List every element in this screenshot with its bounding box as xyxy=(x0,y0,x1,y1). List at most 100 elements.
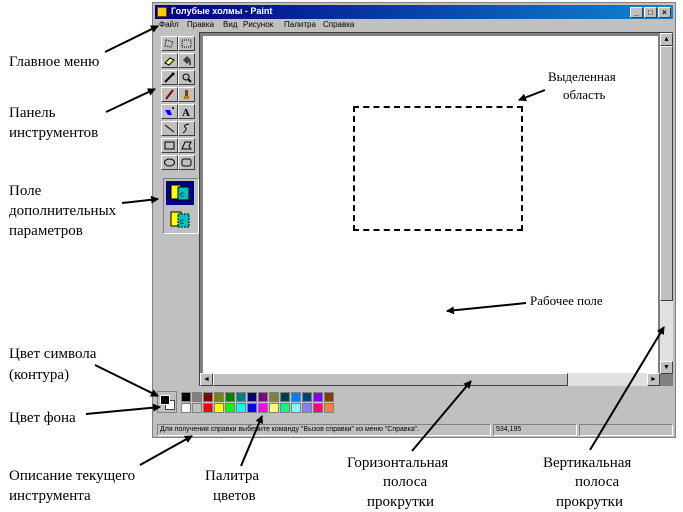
tool-line[interactable] xyxy=(161,121,178,136)
label-hscroll-1: Горизонтальная xyxy=(347,455,449,471)
polygon-icon xyxy=(181,141,192,150)
arrow-fg-color xyxy=(94,364,159,397)
palette-swatch[interactable] xyxy=(214,403,224,413)
menu-file[interactable]: Файл xyxy=(159,20,179,29)
menu-colors[interactable]: Палитра xyxy=(284,20,316,29)
palette-swatch[interactable] xyxy=(203,403,213,413)
palette-swatch[interactable] xyxy=(291,392,301,402)
tool-pencil[interactable] xyxy=(161,87,178,102)
text-icon: A xyxy=(182,107,190,117)
option-transparent[interactable]: c xyxy=(166,208,194,232)
horizontal-scrollbar[interactable]: ◄ ► xyxy=(200,373,660,386)
palette-swatch[interactable] xyxy=(225,403,235,413)
tool-ellipse[interactable] xyxy=(161,155,178,170)
palette-swatch[interactable] xyxy=(302,392,312,402)
maximize-button[interactable]: □ xyxy=(644,7,657,18)
tool-text[interactable]: A xyxy=(178,104,195,119)
paint-window: Голубые холмы - Paint _ □ × Файл Правка … xyxy=(152,2,676,438)
palette-swatch[interactable] xyxy=(258,403,268,413)
palette-swatch[interactable] xyxy=(236,403,246,413)
tool-rounded-rect[interactable] xyxy=(178,155,195,170)
tool-free-select[interactable] xyxy=(161,36,178,51)
scroll-down-button[interactable]: ▼ xyxy=(660,361,673,374)
tool-airbrush[interactable] xyxy=(161,104,178,119)
tool-polygon[interactable] xyxy=(178,138,195,153)
title-bar[interactable]: Голубые холмы - Paint _ □ × xyxy=(155,5,673,19)
palette-swatch[interactable] xyxy=(280,392,290,402)
airbrush-icon xyxy=(165,107,174,115)
label-toolbar-1: Панель xyxy=(9,105,56,121)
tool-magnifier[interactable] xyxy=(178,70,195,85)
palette-swatch[interactable] xyxy=(192,403,202,413)
menu-view[interactable]: Вид xyxy=(223,20,238,29)
vertical-scrollbar[interactable]: ▲ ▼ xyxy=(660,33,673,374)
current-colors-box xyxy=(157,391,177,413)
palette-swatch[interactable] xyxy=(313,392,323,402)
horizontal-scroll-thumb[interactable] xyxy=(213,373,568,386)
scroll-left-button[interactable]: ◄ xyxy=(200,373,213,386)
palette-swatch[interactable] xyxy=(225,392,235,402)
close-button[interactable]: × xyxy=(658,7,671,18)
tool-rectangle[interactable] xyxy=(161,138,178,153)
palette-swatch[interactable] xyxy=(258,392,268,402)
palette-swatch[interactable] xyxy=(280,403,290,413)
label-options-3: параметров xyxy=(9,223,83,239)
magnifier-icon xyxy=(182,73,192,83)
tool-curve[interactable] xyxy=(178,121,195,136)
vertical-scroll-thumb[interactable] xyxy=(660,46,673,301)
label-workspace: Рабочее поле xyxy=(530,293,603,308)
opaque-mode-icon: c xyxy=(170,184,190,201)
menu-edit[interactable]: Правка xyxy=(187,20,215,29)
menu-help[interactable]: Справка xyxy=(323,20,355,29)
workspace: ▲ ▼ ◄ ► xyxy=(199,32,673,386)
tool-fill[interactable] xyxy=(178,53,195,68)
palette-swatch[interactable] xyxy=(181,403,191,413)
palette-swatch[interactable] xyxy=(269,392,279,402)
palette-swatch[interactable] xyxy=(247,403,257,413)
palette-swatch[interactable] xyxy=(203,392,213,402)
scroll-up-button[interactable]: ▲ xyxy=(660,33,673,46)
label-options-2: дополнительных xyxy=(9,203,117,219)
palette-swatch[interactable] xyxy=(324,392,334,402)
toolbox: A c c xyxy=(157,34,199,406)
background-color-swatch[interactable] xyxy=(165,400,175,410)
label-hscroll-3: прокрутки xyxy=(367,494,434,510)
menu-image[interactable]: Рисунок xyxy=(243,20,274,29)
tool-eraser[interactable] xyxy=(161,53,178,68)
color-palette xyxy=(157,391,397,417)
palette-swatch[interactable] xyxy=(291,403,301,413)
label-fg-2: (контура) xyxy=(9,367,70,383)
option-opaque[interactable]: c xyxy=(166,181,194,205)
label-vscroll-1: Вертикальная xyxy=(543,455,632,471)
palette-swatch[interactable] xyxy=(302,403,312,413)
status-bar: Для получения справки выберите команду "… xyxy=(155,423,673,437)
selected-area[interactable] xyxy=(353,106,523,231)
palette-swatch[interactable] xyxy=(236,392,246,402)
drawing-canvas[interactable] xyxy=(203,36,658,374)
palette-swatch[interactable] xyxy=(324,403,334,413)
tool-rect-select[interactable] xyxy=(178,36,195,51)
palette-swatch[interactable] xyxy=(192,392,202,402)
tool-color-picker[interactable] xyxy=(161,70,178,85)
foreground-color-swatch[interactable] xyxy=(160,395,170,405)
palette-swatch[interactable] xyxy=(214,392,224,402)
tool-brush[interactable] xyxy=(178,87,195,102)
rounded-rect-icon xyxy=(181,158,192,167)
svg-text:c: c xyxy=(180,217,184,226)
scroll-right-button[interactable]: ► xyxy=(647,373,660,386)
label-selection-2: область xyxy=(563,87,606,102)
label-bg: Цвет фона xyxy=(9,410,76,426)
pencil-icon xyxy=(165,89,174,100)
palette-swatch[interactable] xyxy=(313,403,323,413)
label-palette-2: цветов xyxy=(213,488,256,504)
svg-text:c: c xyxy=(180,190,184,199)
label-fg-1: Цвет символа xyxy=(9,346,97,362)
cursor-coordinates: 534,195 xyxy=(493,424,577,436)
paint-app-icon xyxy=(157,7,167,17)
selection-size xyxy=(579,424,673,436)
palette-swatch[interactable] xyxy=(181,392,191,402)
palette-swatch[interactable] xyxy=(247,392,257,402)
palette-swatch[interactable] xyxy=(269,403,279,413)
minimize-button[interactable]: _ xyxy=(630,7,643,18)
curve-icon xyxy=(182,123,190,134)
